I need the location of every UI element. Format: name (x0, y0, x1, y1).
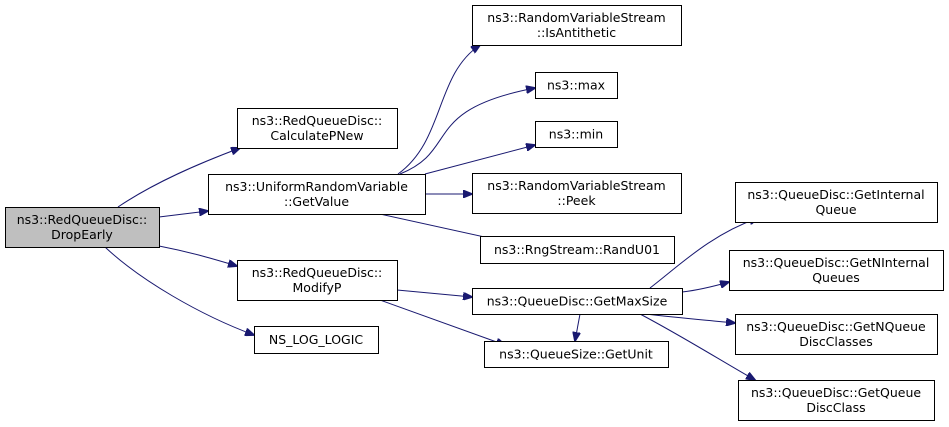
node-box[interactable] (735, 314, 938, 355)
node-get-unit[interactable]: ns3::QueueSize::GetUnit (484, 341, 669, 368)
node-is-antithetic[interactable]: ns3::RandomVariableStream::IsAntithetic (472, 5, 682, 46)
node-box[interactable] (5, 207, 160, 248)
edge-uniform_getvalue-to-is_antithetic (397, 45, 480, 175)
node-box[interactable] (208, 174, 426, 215)
edge-get_max_size-to-get_internal_queue (649, 218, 758, 289)
node-label-line: ns3::RedQueueDisc:: (252, 265, 383, 280)
edge-drop_early-to-uniform_getvalue (158, 211, 208, 218)
node-box[interactable] (237, 108, 398, 149)
edge-drop_early-to-modify_p (158, 245, 237, 266)
node-peek[interactable]: ns3::RandomVariableStream::Peek (472, 173, 682, 214)
node-label-line: ns3::RandomVariableStream (487, 178, 665, 193)
node-box[interactable] (535, 72, 618, 99)
node-label-line: DiscClass (806, 400, 865, 415)
edge-modify_p-to-get_max_size (396, 289, 472, 297)
node-get-max-size[interactable]: ns3::QueueDisc::GetMaxSize (472, 288, 683, 315)
node-label-line: ns3::QueueDisc::GetQueue (751, 385, 921, 400)
node-box[interactable] (237, 260, 398, 301)
node-max[interactable]: ns3::max (535, 72, 618, 99)
edge-get_max_size-to-get_n_internal_queues (681, 282, 729, 293)
edge-get_max_size-to-get_unit (575, 313, 580, 341)
node-label-line: ns3::QueueDisc::GetNInternal (743, 255, 930, 270)
node-label-line: CalculatePNew (270, 128, 363, 143)
node-label-line: ns3::RedQueueDisc:: (17, 212, 148, 227)
edge-get_max_size-to-get_queue_disc_class (639, 313, 755, 380)
node-box[interactable] (535, 121, 618, 148)
node-label-line: ns3::RngStream::RandU01 (494, 242, 660, 257)
node-box[interactable] (735, 182, 938, 223)
edge-drop_early-to-calculate_pnew (117, 148, 240, 208)
node-box[interactable] (254, 326, 379, 354)
node-box[interactable] (729, 250, 944, 291)
node-label-line: ::IsAntithetic (537, 25, 616, 40)
node-calculate-pnew[interactable]: ns3::RedQueueDisc::CalculatePNew (237, 108, 398, 149)
node-box[interactable] (472, 173, 682, 214)
node-modify-p[interactable]: ns3::RedQueueDisc::ModifyP (237, 260, 398, 301)
node-box[interactable] (472, 288, 683, 315)
node-label-line: ns3::UniformRandomVariable (225, 179, 408, 194)
node-min[interactable]: ns3::min (535, 121, 618, 148)
node-uniform-getvalue[interactable]: ns3::UniformRandomVariable::GetValue (208, 174, 426, 215)
node-label-line: ::GetValue (284, 194, 349, 209)
node-box[interactable] (472, 5, 682, 46)
node-rand-u01[interactable]: ns3::RngStream::RandU01 (480, 236, 675, 264)
edge-uniform_getvalue-to-min (424, 145, 535, 175)
node-label-line: ns3::max (547, 78, 605, 93)
node-label-line: ns3::RedQueueDisc:: (252, 113, 383, 128)
node-box[interactable] (480, 236, 675, 264)
nodes-layer: ns3::RedQueueDisc::DropEarlyns3::RedQueu… (5, 5, 944, 421)
edge-drop_early-to-ns_log_logic (104, 246, 254, 335)
node-label-line: ::Peek (557, 193, 596, 208)
node-label-line: ns3::QueueDisc::GetNQueue (746, 319, 926, 334)
node-box[interactable] (484, 341, 669, 368)
node-label-line: ns3::min (549, 127, 603, 142)
edge-uniform_getvalue-to-max (399, 88, 535, 175)
node-label-line: DropEarly (51, 227, 113, 242)
node-drop-early[interactable]: ns3::RedQueueDisc::DropEarly (5, 207, 160, 248)
node-label-line: ns3::RandomVariableStream (487, 10, 665, 25)
node-label-line: NS_LOG_LOGIC (269, 332, 364, 347)
node-label-line: ns3::QueueDisc::GetInternal (747, 187, 924, 202)
node-box[interactable] (738, 380, 935, 421)
edge-modify_p-to-get_unit (379, 299, 505, 345)
node-label-line: ns3::QueueDisc::GetMaxSize (487, 294, 668, 309)
node-label-line: ns3::QueueSize::GetUnit (499, 347, 653, 362)
node-label-line: ModifyP (293, 280, 342, 295)
node-label-line: Queues (812, 270, 860, 285)
edges-layer (104, 45, 758, 380)
node-label-line: DiscClasses (799, 334, 873, 349)
edge-get_max_size-to-get_n_queue_disc_classes (644, 313, 735, 323)
node-label-line: Queue (815, 202, 856, 217)
node-ns-log-logic[interactable]: NS_LOG_LOGIC (254, 326, 379, 354)
